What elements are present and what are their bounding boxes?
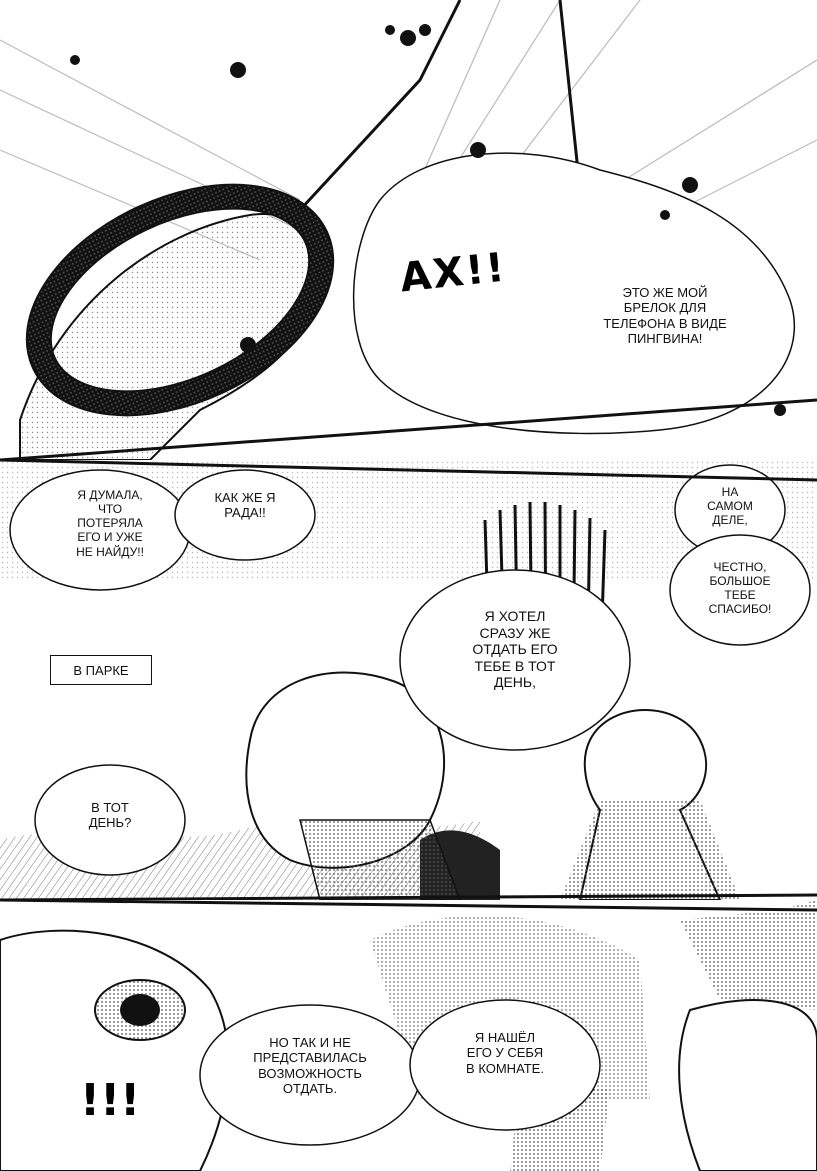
bubble-bottom-right: Я НАШЁЛ ЕГО У СЕБЯ В КОМНАТЕ. <box>466 1030 544 1076</box>
panel-middle: Я ДУМАЛА, ЧТО ПОТЕРЯЛА ЕГО И УЖЕ НЕ НАЙД… <box>0 440 817 900</box>
flower-icon <box>70 24 786 416</box>
bubble-middle-center: Я ХОТЕЛ СРАЗУ ЖЕ ОТДАТЬ ЕГО ТЕБЕ В ТОТ Д… <box>472 608 558 691</box>
panel-top-art <box>0 0 817 460</box>
bubble-top-right: ЭТО ЖЕ МОЙ БРЕЛОК ДЛЯ ТЕЛЕФОНА В ВИДЕ ПИ… <box>603 285 727 346</box>
bubble-middle-bottom-left: В ТОТ ДЕНЬ? <box>88 800 132 831</box>
panel-bottom-art <box>0 900 817 1171</box>
bubble-bottom-left: НО ТАК И НЕ ПРЕДСТАВИЛАСЬ ВОЗМОЖНОСТЬ ОТ… <box>253 1035 367 1096</box>
sfx-exclaim: !!! <box>80 1075 141 1126</box>
bubble-middle-right-2: ЧЕСТНО, БОЛЬШОЕ ТЕБЕ СПАСИБО! <box>708 560 772 617</box>
bubble-middle-left-1: Я ДУМАЛА, ЧТО ПОТЕРЯЛА ЕГО И УЖЕ НЕ НАЙД… <box>76 488 144 559</box>
bubble-middle-left-2: КАК ЖЕ Я РАДА!! <box>214 490 276 521</box>
panel-bottom: НО ТАК И НЕ ПРЕДСТАВИЛАСЬ ВОЗМОЖНОСТЬ ОТ… <box>0 900 817 1171</box>
caption-park: В ПАРКЕ <box>50 655 152 685</box>
bubble-middle-right-1: НА САМОМ ДЕЛЕ, <box>707 485 753 528</box>
panel-middle-art <box>0 458 817 900</box>
panel-top: АХ!! ЭТО ЖЕ МОЙ БРЕЛОК ДЛЯ ТЕЛЕФОНА В ВИ… <box>0 0 817 460</box>
